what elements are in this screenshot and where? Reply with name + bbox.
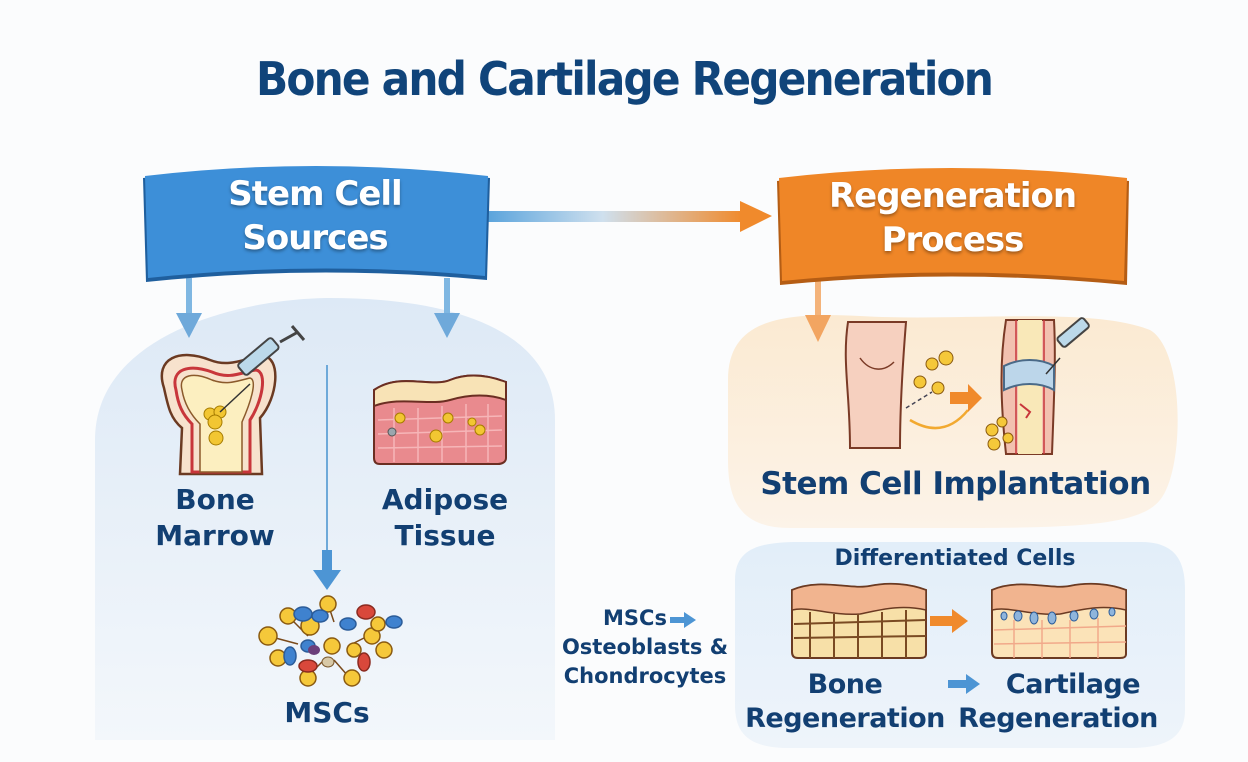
source-label-bone-marrow: Bone Marrow: [155, 483, 275, 552]
orange-arrow-icon: [930, 609, 968, 633]
sources-banner-line1: Stem Cell: [228, 174, 402, 214]
knee-injection-icon: [985, 317, 1090, 455]
bone-regeneration-label: Bone Regeneration: [745, 669, 945, 734]
cartilage-tissue-icon: [991, 582, 1127, 659]
side-note: MSCs Osteoblasts & Chondrocytes: [560, 604, 730, 691]
differentiation-heading: Differentiated Cells: [834, 546, 1076, 571]
side-note-arrow-icon: [670, 612, 696, 628]
bone-tissue-icon: [791, 582, 927, 659]
sources-banner: Stem Cell Sources: [145, 172, 485, 260]
arrow-head-orange: [740, 201, 772, 232]
sources-banner-line2: Sources: [242, 218, 388, 258]
cartilage-regeneration-label: Cartilage Regeneration: [958, 669, 1158, 734]
process-banner-line2: Process: [881, 220, 1025, 260]
mscs-label: MSCs: [284, 696, 370, 729]
side-note-line3: Chondrocytes: [563, 664, 727, 688]
side-note-line2: Osteoblasts &: [561, 635, 729, 659]
sources-to-process-arrow: [488, 211, 743, 222]
implantation-panel: [728, 315, 1178, 528]
mscs-cluster-icon: [258, 595, 403, 687]
blue-arrow-icon: [948, 674, 980, 694]
implantation-label: Stem Cell Implantation: [760, 466, 1151, 502]
diagram-title: Bone and Cartilage Regeneration: [255, 52, 994, 106]
process-banner-line1: Regeneration: [828, 176, 1077, 216]
source-label-adipose-tissue: Adipose Tissue: [381, 483, 509, 552]
leg-extraction-icon: [844, 321, 982, 449]
process-banner: Regeneration Process: [780, 174, 1125, 262]
side-note-line1: MSCs: [603, 606, 667, 630]
adipose-tissue-icon: [373, 374, 507, 465]
bone-marrow-syringe-icon: [160, 325, 306, 476]
